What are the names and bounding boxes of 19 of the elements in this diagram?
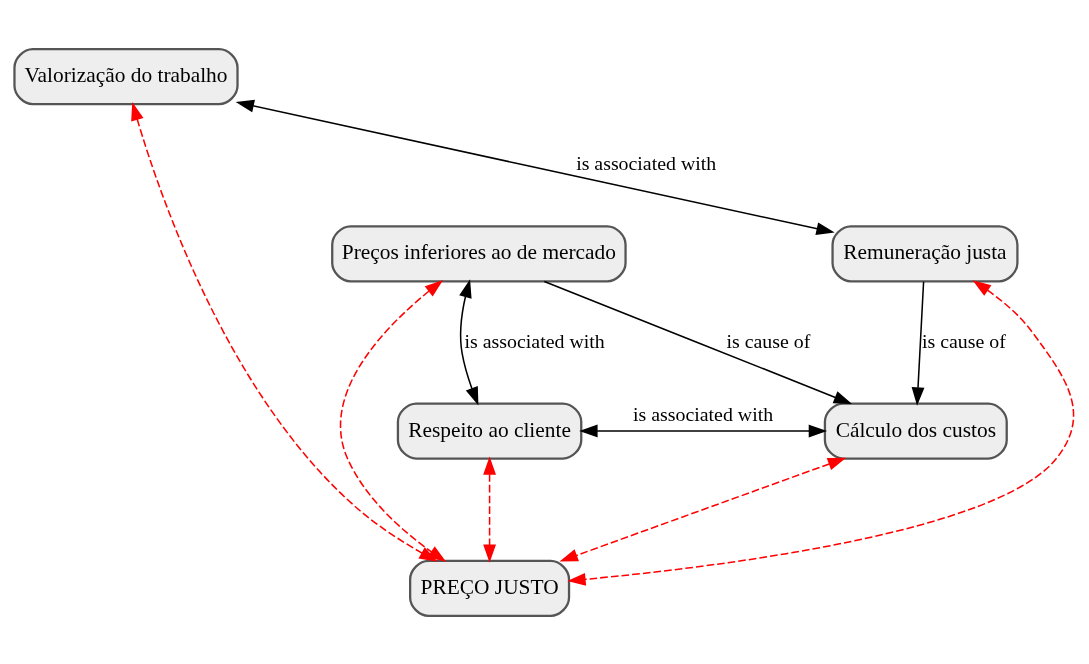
edge-label: is cause of: [726, 329, 811, 352]
edge-label: is cause of: [922, 329, 1006, 352]
arrow: [483, 455, 496, 563]
edge-label: is associated with: [576, 151, 717, 174]
arrow: [459, 278, 479, 405]
node-box: Valorização do trabalho: [13, 47, 239, 105]
arrow: [579, 424, 828, 437]
node-box: Remuneração justa: [831, 224, 1019, 282]
arrow: [543, 280, 853, 404]
edge-label: is associated with: [464, 329, 605, 352]
edge-label: is associated with: [633, 402, 774, 425]
arrow: [567, 279, 1075, 586]
node-box: PREÇO JUSTO: [409, 559, 571, 617]
node-box: Preços inferiores ao de mercado: [331, 224, 627, 282]
arrow: [559, 457, 847, 562]
node-box: Respeito ao cliente: [396, 401, 583, 460]
node-box: Cálculo dos custos: [823, 401, 1008, 460]
arrow: [911, 280, 925, 406]
arrow: [235, 99, 835, 235]
